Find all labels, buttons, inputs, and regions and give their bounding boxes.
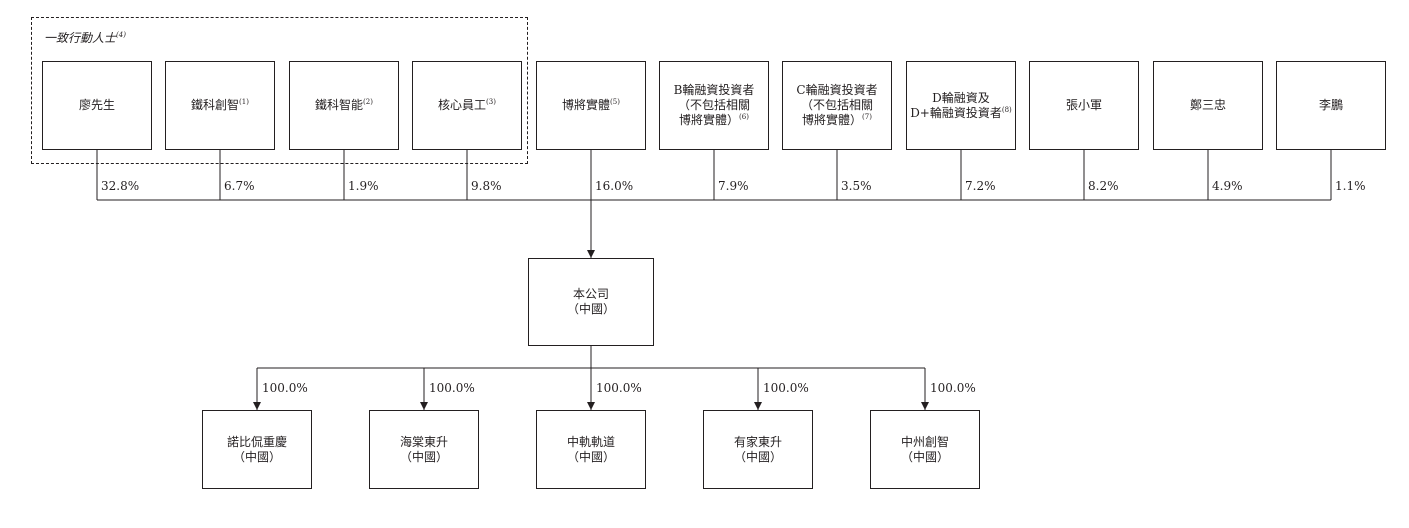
shareholding-percentage: 1.1% bbox=[1335, 179, 1366, 193]
shareholding-percentage: 7.2% bbox=[965, 179, 996, 193]
shareholder-box: B輪融資投資者（不包括相關博將實體）(6) bbox=[659, 61, 769, 150]
shareholding-percentage: 9.8% bbox=[471, 179, 502, 193]
shareholding-percentage: 4.9% bbox=[1212, 179, 1243, 193]
shareholding-percentage: 7.9% bbox=[718, 179, 749, 193]
subsidiary-box: 有家東升（中國） bbox=[703, 410, 813, 489]
shareholder-box-text-line: D+輪融資投資者 bbox=[910, 105, 1002, 120]
subsidiary-arrow bbox=[420, 402, 428, 410]
subsidiary-box: 中軌軌道（中國） bbox=[536, 410, 646, 489]
company-box-text-line: 本公司 bbox=[572, 287, 609, 301]
subsidiary-arrow bbox=[754, 402, 762, 410]
shareholder-box-note-ref: (6) bbox=[739, 113, 749, 121]
shareholder-box-text-line: 張小軍 bbox=[1065, 98, 1102, 112]
shareholder-box-text-line: 李鵬 bbox=[1318, 98, 1343, 112]
shareholding-percentage: 6.7% bbox=[224, 179, 255, 193]
shareholder-box-text-line: 博將實體 bbox=[562, 98, 611, 112]
subsidiary-arrow bbox=[921, 402, 929, 410]
shareholder-box: 鐵科創智(1) bbox=[165, 61, 275, 150]
shareholder-box: 鄭三忠 bbox=[1153, 61, 1263, 150]
shareholder-box-note-ref: (1) bbox=[239, 98, 249, 106]
shareholder-box-text-line: C輪融資投資者 bbox=[796, 83, 878, 97]
shareholder-box-text-line: B輪融資投資者 bbox=[673, 83, 755, 97]
subsidiary-arrow bbox=[253, 402, 261, 410]
shareholding-percentage: 1.9% bbox=[348, 179, 379, 193]
shareholder-box: 廖先生 bbox=[42, 61, 152, 150]
shareholder-box-text-line: 鄭三忠 bbox=[1189, 98, 1226, 112]
shareholder-box-text-line: （不包括相關 bbox=[677, 98, 750, 112]
shareholding-percentage: 32.8% bbox=[101, 179, 140, 193]
shareholder-box-text-line: 博將實體） bbox=[679, 113, 740, 127]
shareholder-box-note-ref: (2) bbox=[363, 98, 373, 106]
shareholder-box-text-line: （不包括相關 bbox=[800, 98, 873, 112]
shareholder-box-note-ref: (3) bbox=[486, 98, 496, 106]
shareholder-box-note-ref: (7) bbox=[862, 113, 872, 121]
shareholder-box: 鐵科智能(2) bbox=[289, 61, 399, 150]
subsidiary-box-text-line: 中州創智 bbox=[900, 434, 949, 449]
company-box: 本公司（中國） bbox=[528, 258, 654, 346]
subsidiary-percentage: 100.0% bbox=[262, 381, 308, 395]
subsidiary-box-text-line: 海棠東升 bbox=[399, 434, 448, 449]
concert-parties-group: 一致行動人士(4) bbox=[31, 17, 528, 164]
subsidiary-percentage: 100.0% bbox=[930, 381, 976, 395]
subsidiary-box-text-line: （中國） bbox=[900, 449, 949, 464]
subsidiary-box-text-line: 中軌軌道 bbox=[566, 434, 615, 449]
subsidiary-box-text-line: （中國） bbox=[399, 449, 448, 464]
concert-parties-label: 一致行動人士(4) bbox=[44, 31, 126, 45]
shareholding-percentage: 8.2% bbox=[1088, 179, 1119, 193]
shareholder-box: C輪融資投資者（不包括相關博將實體）(7) bbox=[782, 61, 892, 150]
subsidiary-percentage: 100.0% bbox=[763, 381, 809, 395]
company-box-text-line: （中國） bbox=[566, 302, 615, 316]
shareholder-box-text-line: 核心員工 bbox=[438, 98, 487, 112]
subsidiary-percentage: 100.0% bbox=[596, 381, 642, 395]
shareholder-box-text-line: 廖先生 bbox=[78, 98, 115, 112]
shareholder-box-text-line: 鐵科創智 bbox=[191, 98, 240, 112]
shareholding-percentage: 3.5% bbox=[841, 179, 872, 193]
subsidiary-box: 中州創智（中國） bbox=[870, 410, 980, 489]
shareholder-box: 核心員工(3) bbox=[412, 61, 522, 150]
subsidiary-box: 諾比侃重慶（中國） bbox=[202, 410, 312, 489]
company-arrow bbox=[587, 250, 595, 258]
subsidiary-box: 海棠東升（中國） bbox=[369, 410, 479, 489]
shareholder-box-text-line: 博將實體） bbox=[802, 113, 863, 127]
shareholder-box: 李鵬 bbox=[1276, 61, 1386, 150]
subsidiary-box-text-line: （中國） bbox=[566, 449, 615, 464]
subsidiary-arrow bbox=[587, 402, 595, 410]
shareholder-box-note-ref: (8) bbox=[1001, 105, 1012, 114]
shareholder-box-note-ref: (5) bbox=[610, 98, 620, 106]
shareholder-box-text-line: D輪融資及 bbox=[932, 90, 990, 105]
subsidiary-percentage: 100.0% bbox=[429, 381, 475, 395]
subsidiary-box-text-line: （中國） bbox=[733, 449, 782, 464]
shareholder-box-text-line: 鐵科智能 bbox=[315, 98, 364, 112]
shareholder-box: 博將實體(5) bbox=[536, 61, 646, 150]
subsidiary-box-text-line: 諾比侃重慶 bbox=[226, 434, 287, 449]
shareholding-percentage: 16.0% bbox=[595, 179, 634, 193]
shareholder-box: 張小軍 bbox=[1029, 61, 1139, 150]
subsidiary-box-text-line: （中國） bbox=[232, 449, 281, 464]
subsidiary-box-text-line: 有家東升 bbox=[733, 434, 782, 449]
